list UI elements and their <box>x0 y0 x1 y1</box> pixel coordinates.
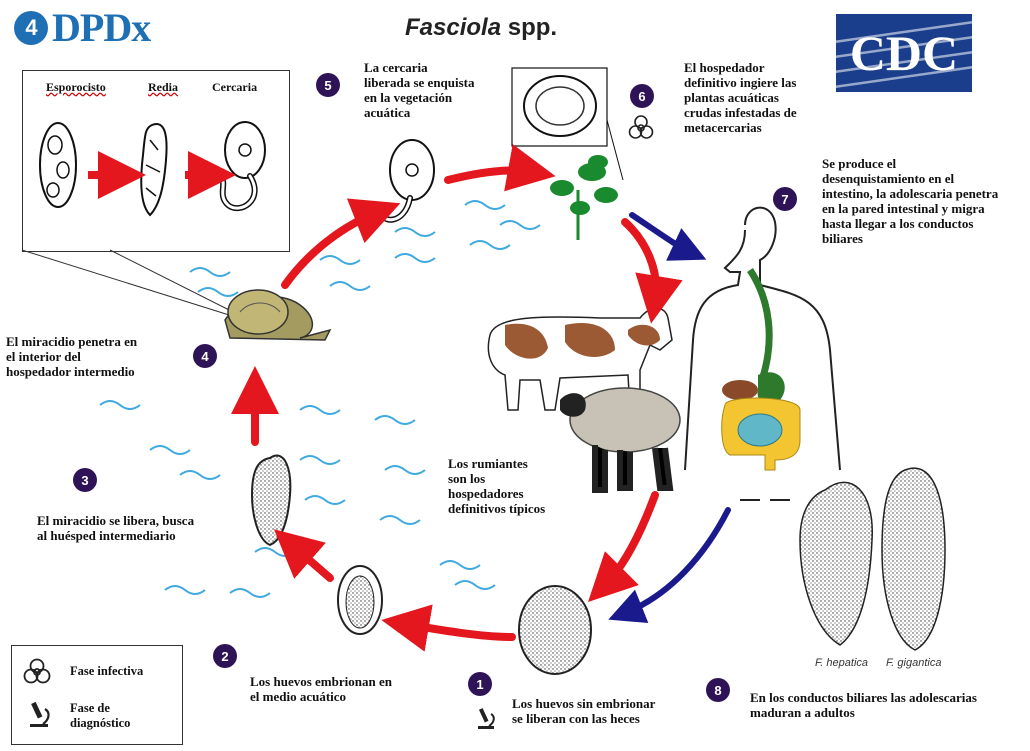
stage-7-line-1: Se produce el <box>822 156 998 171</box>
stage-badge-6: 6 <box>630 84 654 108</box>
legend-diagnostic-label: Fase de diagnóstico <box>70 701 130 731</box>
stage-5-line-1: La cercaria <box>364 60 475 75</box>
unembryonated-egg-icon <box>519 586 591 674</box>
stage-4-line-3: hospedador intermedio <box>6 364 137 379</box>
ruminants-note-line-3: hospedadores <box>448 486 545 501</box>
stage-8-line-2: maduran a adultos <box>750 705 977 720</box>
stage-3-line-1: El miracidio se libera, busca <box>37 513 194 528</box>
stage-badge-4: 4 <box>193 344 217 368</box>
sheep-icon <box>560 388 680 490</box>
stage-badge-8: 8 <box>706 678 730 702</box>
arrow-cercaria-to-plant <box>448 170 532 180</box>
legend-diagnostic-line-2: diagnóstico <box>70 716 130 731</box>
stage-badge-1: 1 <box>468 672 492 696</box>
liver-icon <box>722 380 758 400</box>
inset-connector-lines <box>22 250 245 320</box>
human-body-icon <box>685 208 840 500</box>
stage-4-text: El miracidio penetra en el interior del … <box>6 334 137 379</box>
adult-f-gigantica-icon <box>882 468 945 650</box>
stage-6-line-3: plantas acuáticas <box>684 90 797 105</box>
cercaria-icon <box>222 122 265 208</box>
stage-1-line-2: se liberan con las heces <box>512 711 655 726</box>
free-cercaria-icon <box>380 140 434 220</box>
arrow-plant-to-ruminant <box>625 222 656 300</box>
stage-badge-5: 5 <box>316 73 340 97</box>
ruminants-note-line-1: Los rumiantes <box>448 456 545 471</box>
legend-biohazard-icon <box>22 657 52 687</box>
stage-7-line-5: hasta llegar a los conductos <box>822 216 998 231</box>
stage-6-line-5: metacercarias <box>684 120 797 135</box>
stage-6-line-2: definitivo ingiere las <box>684 75 797 90</box>
biohazard-icon-stage-6 <box>630 116 653 138</box>
stage-4-line-2: el interior del <box>6 349 137 364</box>
stage-2-line-1: Los huevos embrionan en <box>250 674 392 689</box>
stage-7-line-4: en la pared intestinal y migra <box>822 201 998 216</box>
stage-8-line-1: En los conductos biliares las adolescari… <box>750 690 977 705</box>
stage-1-line-1: Los huevos sin embrionar <box>512 696 655 711</box>
snail-icon <box>225 290 330 340</box>
species-label-hepatica: F. hepatica <box>815 657 868 669</box>
stage-6-line-4: crudas infestadas de <box>684 105 797 120</box>
stage-2-text: Los huevos embrionan en el medio acuátic… <box>250 674 392 704</box>
ruminants-note-line-4: definitivos típicos <box>448 501 545 516</box>
small-intestine-icon <box>738 414 782 446</box>
stage-2-line-2: el medio acuático <box>250 689 392 704</box>
stage-4-line-1: El miracidio penetra en <box>6 334 137 349</box>
ruminants-note-line-2: son los <box>448 471 545 486</box>
stage-5-text: La cercaria liberada se enquista en la v… <box>364 60 475 120</box>
stage-8-text: En los conductos biliares las adolescari… <box>750 690 977 720</box>
stage-6-line-1: El hospedador <box>684 60 797 75</box>
arrow-egg-to-embryo <box>405 624 512 637</box>
stage-7-line-3: intestino, la adolescaria penetra <box>822 186 998 201</box>
arrow-ruminant-to-egg <box>605 495 655 585</box>
stage-3-text: El miracidio se libera, busca al huésped… <box>37 513 194 543</box>
legend-diagnostic-line-1: Fase de <box>70 701 130 716</box>
stage-5-line-3: en la vegetación <box>364 90 475 105</box>
aquatic-plant-icon <box>550 155 618 240</box>
arrow-snail-to-cercaria <box>285 212 378 285</box>
species-label-gigantica: F. gigantica <box>886 657 941 669</box>
microscope-icon-stage-1 <box>478 708 494 729</box>
stage-badge-2: 2 <box>213 644 237 668</box>
stage-5-line-4: acuática <box>364 105 475 120</box>
ruminants-note: Los rumiantes son los hospedadores defin… <box>448 456 545 516</box>
stage-badge-7: 7 <box>773 187 797 211</box>
stage-badge-3: 3 <box>73 468 97 492</box>
legend-infective-label: Fase infectiva <box>70 664 143 679</box>
redia-icon <box>141 124 166 215</box>
stage-1-text: Los huevos sin embrionar se liberan con … <box>512 696 655 726</box>
arrow-embryo-to-miracidium <box>292 545 330 578</box>
stage-5-line-2: liberada se enquista <box>364 75 475 90</box>
metacercaria-icon <box>524 76 596 136</box>
stage-7-line-2: desenquistamiento en el <box>822 171 998 186</box>
miracidium-icon <box>252 456 290 545</box>
sporocyst-icon <box>40 123 76 207</box>
adult-f-hepatica-icon <box>800 482 872 645</box>
legend-microscope-icon <box>26 700 52 730</box>
stage-7-line-6: biliares <box>822 231 998 246</box>
stage-7-text: Se produce el desenquistamiento en el in… <box>822 156 998 246</box>
stage-6-text: El hospedador definitivo ingiere las pla… <box>684 60 797 135</box>
stage-3-line-2: al huésped intermediario <box>37 528 194 543</box>
